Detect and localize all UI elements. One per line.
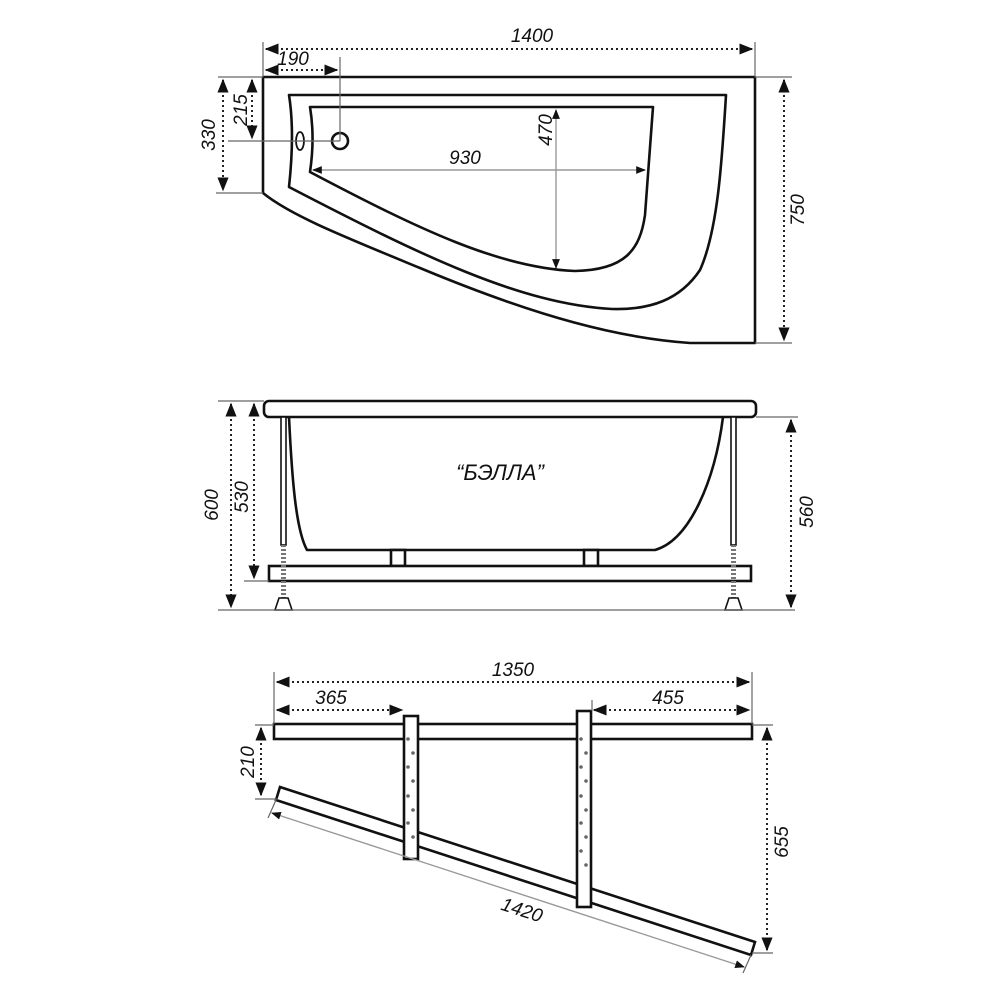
dim-bracket-right-label: 455 [652, 688, 684, 709]
model-name: “БЭЛЛА” [456, 460, 546, 485]
dim-drain-x-label: 190 [277, 49, 309, 70]
base-frame [267, 564, 753, 583]
support-block-right [582, 548, 600, 568]
dim-inner-length-label: 930 [449, 148, 481, 169]
leg-right [723, 416, 744, 611]
dim-bracket-left-label: 365 [315, 688, 347, 709]
top-view: 1400 190 215 330 930 470 750 [199, 26, 809, 345]
side-view: “БЭЛЛА” 600 530 560 [202, 399, 818, 611]
dim-inner-width-label: 470 [536, 114, 557, 146]
support-block-left [389, 548, 407, 568]
dim-depth-label: 655 [772, 826, 793, 858]
top-basin-outline [308, 105, 655, 273]
dim-leg-height-label: 560 [797, 496, 818, 528]
dim-diagonal [271, 812, 745, 968]
top-rim-inner-outline [287, 93, 728, 311]
frame-front-bar [272, 722, 754, 741]
bracket-right [575, 709, 593, 909]
tub-rim [262, 399, 758, 419]
frame-diagonal-bar [274, 785, 757, 957]
tub-body [287, 416, 725, 552]
dim-total-height-label: 600 [202, 489, 223, 521]
frame-view: 1350 365 455 210 655 1420 [238, 660, 793, 974]
leg-left [273, 416, 294, 611]
dim-front-length-label: 1350 [492, 660, 535, 681]
dim-full-width-label: 750 [788, 194, 809, 226]
dim-gap-label: 210 [238, 746, 259, 779]
dim-drain-y-label: 215 [231, 94, 252, 127]
top-outer-outline [261, 75, 757, 345]
dim-length-label: 1400 [511, 26, 554, 47]
dim-narrow-width-label: 330 [199, 119, 220, 151]
bracket-left [402, 714, 420, 861]
dim-frame-height-label: 530 [232, 481, 253, 513]
